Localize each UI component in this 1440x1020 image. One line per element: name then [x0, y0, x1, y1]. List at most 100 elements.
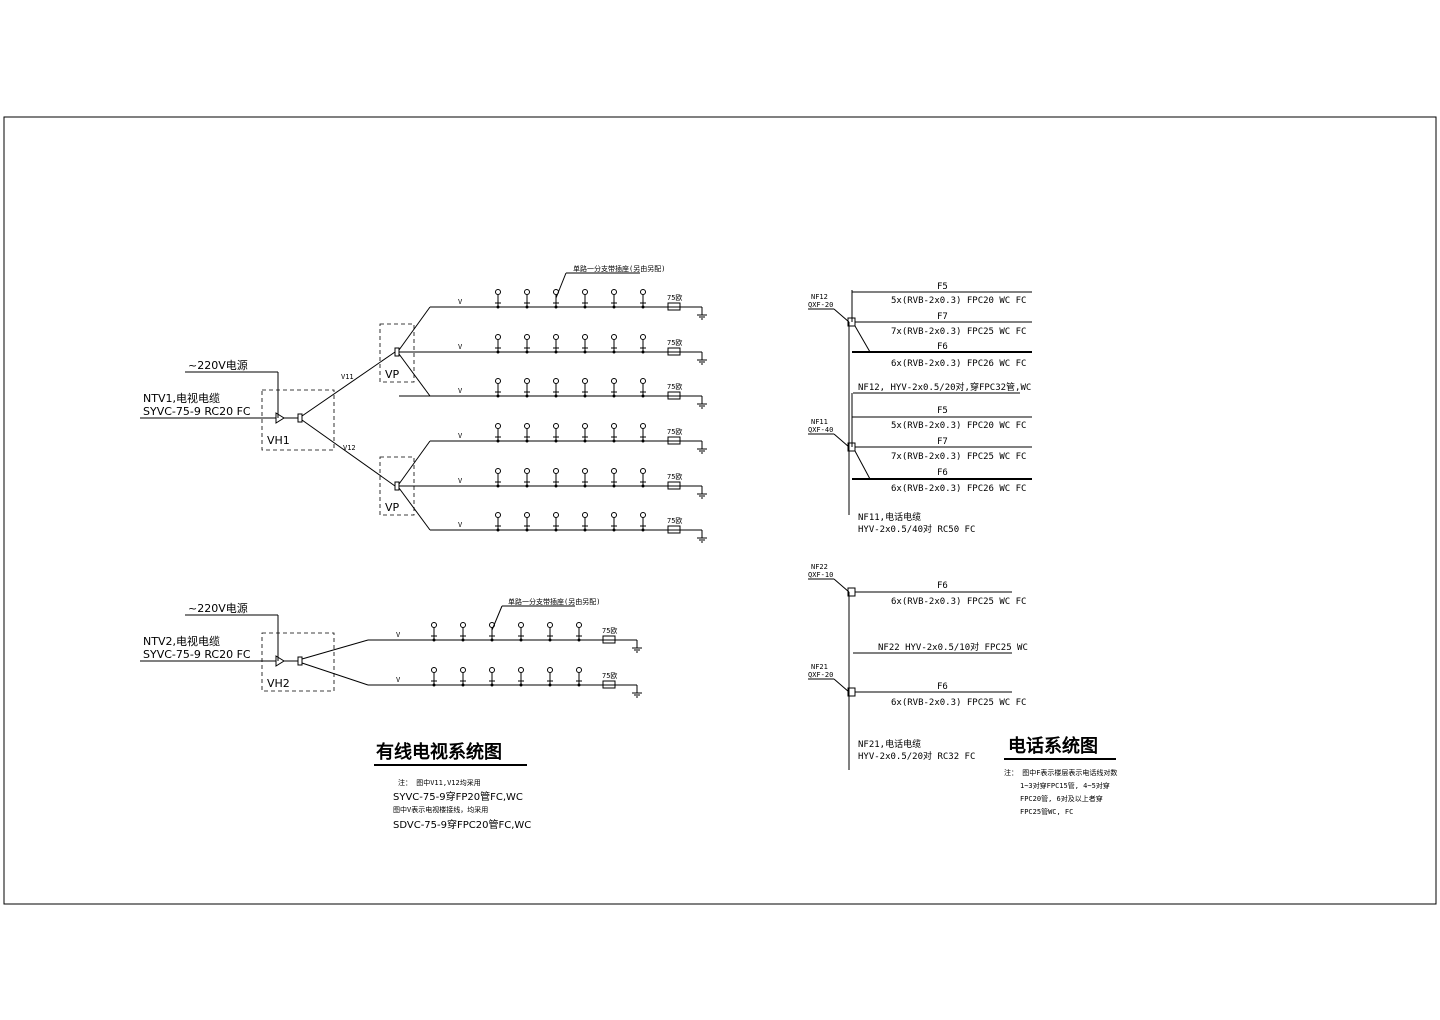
cable-label-1: NTV1,电视电缆 [143, 391, 220, 405]
tv-outlet-icon [524, 423, 530, 443]
tv-outlet-icon [518, 667, 524, 687]
floor-label-f6: F6 [937, 468, 948, 478]
feeder-line: V 75欧 [430, 468, 707, 499]
branch-label-v11: V11 [341, 373, 354, 381]
tv-outlet-icon [547, 667, 553, 687]
tv-note-line-2: SYVC-75-9穿FP20管FC,WC [393, 790, 523, 803]
spec-f7: 7x(RVB-2x0.3) FPC25 WC FC [891, 327, 1026, 337]
terminator-label: 75欧 [667, 427, 682, 436]
tv-outlet-icon [553, 378, 559, 398]
spec-f6: 6x(RVB-2x0.3) FPC26 WC FC [891, 484, 1026, 494]
line-label-v: V [458, 298, 463, 306]
ground-icon [632, 685, 642, 698]
amplifier-label-vh2: VH2 [267, 677, 290, 690]
line-label-v: V [458, 477, 463, 485]
terminator-75ohm: 75欧 [602, 671, 617, 689]
line-label-v: V [458, 521, 463, 529]
box-sub-nf12: QXF-20 [808, 301, 833, 309]
box-label-nf21: NF21 [811, 663, 828, 671]
feeder-line: V 75欧 [430, 334, 707, 365]
amplifier-label-vh1: VH1 [267, 434, 290, 447]
feeder-line: V 75欧 [430, 289, 707, 320]
tv-outlet-icon [495, 334, 501, 354]
terminator-75ohm: 75欧 [667, 293, 682, 311]
phone-note-line-3: FPC20管, 6对及以上者穿 [1020, 794, 1103, 803]
splitter-icon [394, 481, 400, 491]
tv-outlet-icon [640, 423, 646, 443]
terminator-label: 75欧 [667, 293, 682, 302]
box-label-nf12: NF12 [811, 293, 828, 301]
amplifier-icon [275, 412, 285, 424]
tv-outlet-icon [640, 512, 646, 532]
ground-icon [697, 486, 707, 499]
tv-outlet-icon [495, 512, 501, 532]
amplifier-box-vh1 [261, 389, 335, 451]
spec-f6: 6x(RVB-2x0.3) FPC25 WC FC [891, 597, 1026, 607]
ground-icon [697, 307, 707, 320]
terminator-75ohm: 75欧 [667, 516, 682, 534]
cable-label-2: NTV2,电视电缆 [143, 634, 220, 648]
tv-outlet-icon [582, 512, 588, 532]
tv-outlet-icon [611, 378, 617, 398]
cable-spec-2: SYVC-75-9 RC20 FC [143, 648, 251, 661]
floor-label-f7: F7 [937, 437, 948, 447]
tv-outlet-icon [582, 289, 588, 309]
tv-outlet-icon [460, 667, 466, 687]
tv-outlet-icon [582, 378, 588, 398]
cable-spec-1: SYVC-75-9 RC20 FC [143, 405, 251, 418]
phone-note-line-4: FPC25管WC, FC [1020, 807, 1073, 816]
outlet-note-2: 单路一分支带插座(另由另配) [508, 597, 600, 606]
tv-outlet-icon [582, 468, 588, 488]
terminator-label: 75欧 [667, 338, 682, 347]
line-label-v: V [458, 343, 463, 351]
floor-label-f5: F5 [937, 406, 948, 416]
tv-outlet-icon [582, 334, 588, 354]
tv-note-line-4: SDVC-75-9穿FPC20管FC,WC [393, 818, 531, 831]
riser-label-nf22: NF22 HYV-2x0.5/10对 FPC25 WC [878, 641, 1028, 653]
amplifier-icon [275, 655, 285, 667]
tv-outlet-icon [576, 667, 582, 687]
phone-diagram-title: 电话系统图 [1008, 735, 1098, 757]
tv-outlet-icon [489, 667, 495, 687]
tv-note-line-1: 注： 图中V11,V12均采用 [398, 778, 481, 787]
tv-outlet-icon [611, 334, 617, 354]
terminator-label: 75欧 [667, 516, 682, 525]
splitter-label-vp-1: VP [385, 368, 400, 381]
tv-outlet-icon [576, 622, 582, 642]
tv-diagram-title: 有线电视系统图 [376, 741, 502, 763]
terminator-75ohm: 75欧 [667, 427, 682, 445]
tv-outlet-icon [524, 468, 530, 488]
power-label-2: ~220V电源 [188, 601, 248, 615]
spec-f6: 6x(RVB-2x0.3) FPC26 WC FC [891, 359, 1026, 369]
tv-outlet-icon [524, 289, 530, 309]
tv-outlet-icon [495, 423, 501, 443]
tv-outlet-icon [553, 512, 559, 532]
tv-system-2: ~220V电源 NTV2,电视电缆 SYVC-75-9 RC20 FC VH2 … [140, 597, 642, 698]
tv-outlet-icon [518, 622, 524, 642]
line-label-v: V [458, 432, 463, 440]
spec-f5: 5x(RVB-2x0.3) FPC20 WC FC [891, 296, 1026, 306]
tv-outlet-icon [431, 667, 437, 687]
tv-outlet-icon [640, 378, 646, 398]
terminator-label: 75欧 [667, 382, 682, 391]
tv-outlet-icon [431, 622, 437, 642]
feeder-line: V 75欧 [430, 423, 707, 454]
spec-f6: 6x(RVB-2x0.3) FPC25 WC FC [891, 698, 1026, 708]
phone-note-line-2: 1~3对穿FPC15管, 4~5对穿 [1020, 781, 1110, 790]
ground-icon [697, 396, 707, 409]
main-cable-label-nf11: NF11,电话电缆 [858, 511, 921, 523]
terminator-75ohm: 75欧 [667, 472, 682, 490]
box-sub-nf11: QXF-40 [808, 426, 833, 434]
tv-outlet-icon [524, 378, 530, 398]
splitter-icon [394, 347, 400, 357]
feeder-line: V 75欧 [430, 378, 707, 409]
tv-system-1: ~220V电源 NTV1,电视电缆 SYVC-75-9 RC20 FC VH1 … [140, 264, 707, 543]
tv-outlet-icon [495, 378, 501, 398]
splitter-icon [297, 413, 303, 423]
amplifier-box-vh2 [261, 632, 335, 692]
line-label-v: V [458, 387, 463, 395]
tv-note-line-3: 图中V表示电视楼接线，均采用 [393, 805, 488, 814]
ground-icon [697, 441, 707, 454]
